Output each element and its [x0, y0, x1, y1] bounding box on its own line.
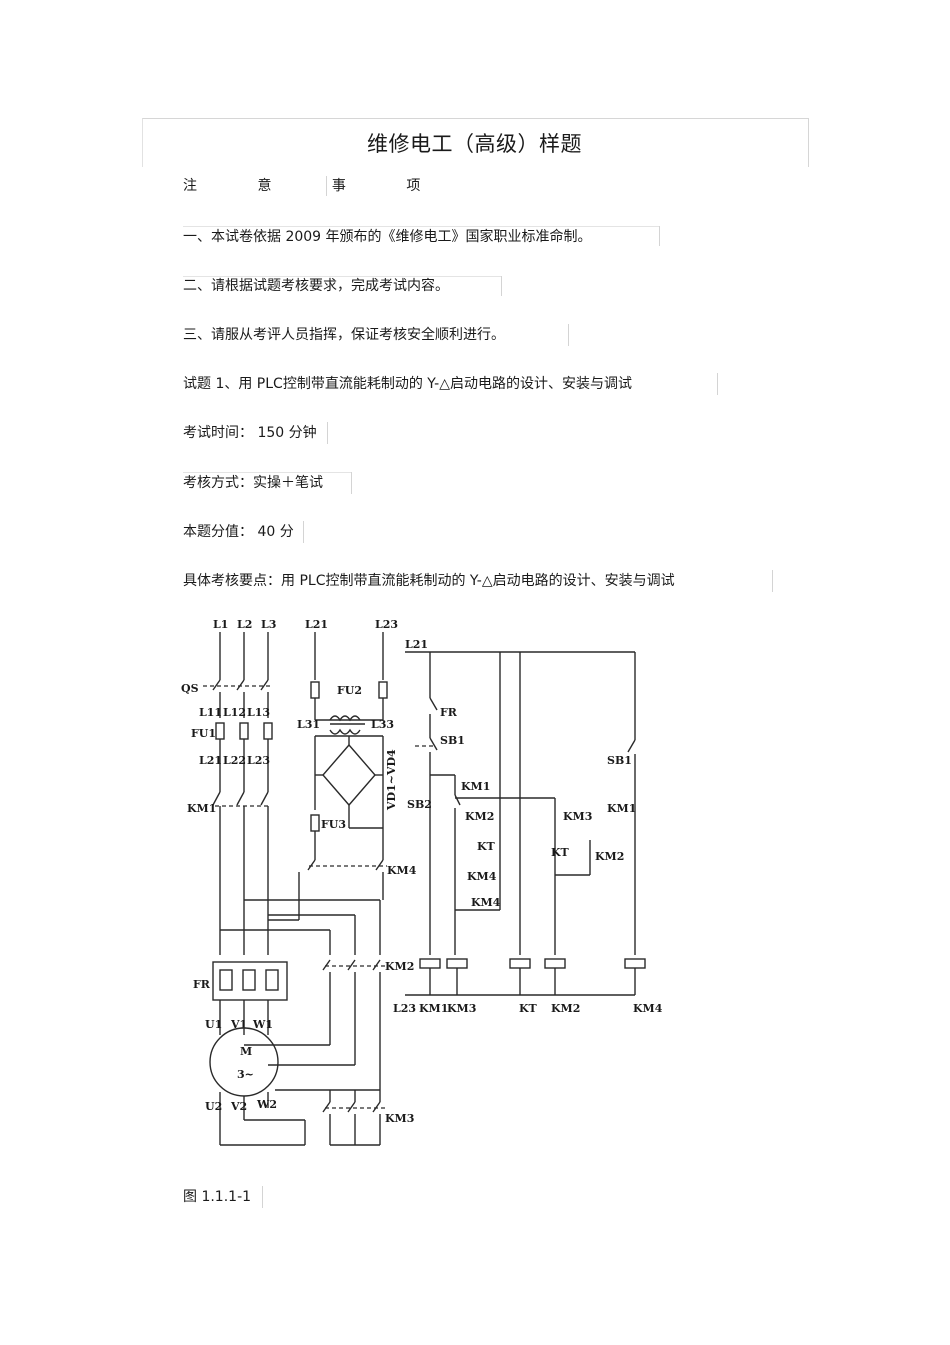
title-frame [142, 118, 809, 167]
divider [351, 472, 352, 494]
page-title: 维修电工（高级）样题 [367, 132, 582, 156]
label-QS: QS [181, 682, 199, 695]
question-title: 试题 1、用 PLC控制带直流能耗制动的 Y-△启动电路的设计、安装与调试 [183, 376, 632, 392]
label-FR-ctrl: FR [440, 706, 458, 719]
label-KM1-ctrl-2: KM1 [607, 802, 636, 815]
label-KT-ctrl: KT [477, 840, 496, 853]
label-L22: L22 [223, 754, 246, 767]
divider [183, 226, 659, 227]
label-L12: L12 [223, 706, 246, 719]
divider [262, 1186, 263, 1208]
label-M3: 3~ [237, 1068, 254, 1081]
exam-time: 考试时间： 150 分钟 [183, 425, 317, 441]
label-L11: L11 [199, 706, 222, 719]
divider [501, 276, 502, 296]
circuit-diagram: L1 L2 L3 L21 L23 QS L11 L12 L13 FU1 L21 … [181, 618, 663, 1146]
label-KM4-ctrl-2: KM4 [471, 896, 501, 909]
divider [659, 226, 660, 246]
label-coil-KM4: KM4 [633, 1002, 663, 1015]
label-coil-KM3: KM3 [447, 1002, 476, 1015]
label-L31: L31 [297, 718, 320, 731]
label-coil-KM1: KM1 [419, 1002, 448, 1015]
label-KM4-ctrl: KM4 [467, 870, 497, 883]
label-V2: V2 [230, 1100, 247, 1113]
divider [717, 373, 718, 395]
label-W1: W1 [252, 1018, 273, 1031]
label-KT-ctrl-2: KT [551, 846, 570, 859]
notice-heading: 注 意 事 项 [183, 178, 449, 194]
label-L23b: L23 [247, 754, 270, 767]
label-L13: L13 [247, 706, 270, 719]
label-L3: L3 [261, 618, 276, 631]
figure-caption: 图 1.1.1-1 [183, 1189, 252, 1205]
label-L21: L21 [305, 618, 328, 631]
divider [183, 276, 501, 277]
motor-symbol [209, 1027, 279, 1097]
label-U2: U2 [205, 1100, 222, 1113]
label-L23: L23 [375, 618, 398, 631]
divider [183, 472, 351, 473]
label-SB2: SB2 [407, 798, 432, 811]
label-KM1-ctrl: KM1 [461, 780, 490, 793]
label-KM3-main: KM3 [385, 1112, 414, 1125]
label-FR-main: FR [193, 978, 211, 991]
label-KM2-main: KM2 [385, 960, 414, 973]
label-L1: L1 [213, 618, 228, 631]
rule-1: 一、本试卷依据 2009 年颁布的《维修电工》国家职业标准命制。 [183, 229, 592, 245]
rule-2: 二、请根据试题考核要求，完成考试内容。 [183, 278, 449, 294]
key-points: 具体考核要点：用 PLC控制带直流能耗制动的 Y-△启动电路的设计、安装与调试 [183, 573, 675, 589]
label-KM1-main: KM1 [187, 802, 216, 815]
label-FU3: FU3 [321, 818, 346, 831]
score: 本题分值： 40 分 [183, 524, 294, 540]
label-SB1-right: SB1 [607, 754, 632, 767]
label-W2: W2 [256, 1098, 277, 1111]
label-L21-ctrl: L21 [405, 638, 428, 651]
label-L33: L33 [371, 718, 394, 731]
power-lines [203, 632, 273, 955]
label-coil-KM2: KM2 [551, 1002, 580, 1015]
label-KM3-ctrl: KM3 [563, 810, 592, 823]
label-M: M [240, 1045, 252, 1058]
label-L21b: L21 [199, 754, 222, 767]
divider [326, 176, 327, 196]
label-VD: VD1~VD4 [385, 749, 398, 811]
divider [568, 324, 569, 346]
rule-3: 三、请服从考评人员指挥，保证考核安全顺利进行。 [183, 327, 505, 343]
exam-method: 考核方式：实操＋笔试 [183, 475, 323, 491]
label-KM2-ctrl-2: KM2 [595, 850, 624, 863]
label-L2: L2 [237, 618, 252, 631]
label-U1: U1 [205, 1018, 222, 1031]
divider [772, 570, 773, 592]
label-coil-KT: KT [519, 1002, 538, 1015]
divider [303, 521, 304, 543]
label-L23-ctrl: L23 [393, 1002, 416, 1015]
label-SB1: SB1 [440, 734, 465, 747]
label-FU1: FU1 [191, 727, 216, 740]
label-FU2: FU2 [337, 684, 362, 697]
label-KM4-main: KM4 [387, 864, 417, 877]
label-KM2-ctrl: KM2 [465, 810, 494, 823]
divider [327, 422, 328, 444]
